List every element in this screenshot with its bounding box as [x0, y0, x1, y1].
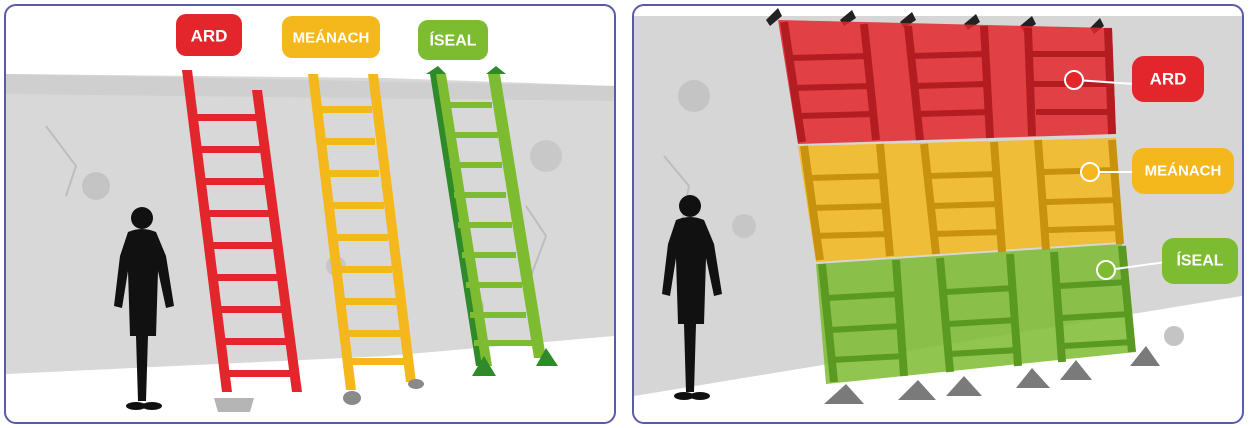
- high-risk-label: ARD: [176, 14, 242, 56]
- ladder-types-illustration: ARD MEÁNACH ÍSEAL: [6, 6, 614, 422]
- low-risk-band: [816, 244, 1136, 384]
- medium-risk-label: MEÁNACH: [282, 16, 380, 58]
- low-risk-label: ÍSEAL: [1162, 238, 1238, 284]
- svg-text:MEÁNACH: MEÁNACH: [293, 30, 370, 47]
- svg-text:ARD: ARD: [1150, 70, 1187, 89]
- svg-text:MEÁNACH: MEÁNACH: [1145, 163, 1222, 180]
- medium-risk-label: MEÁNACH: [1132, 148, 1234, 194]
- medium-risk-band: [798, 138, 1122, 262]
- ladder-grid-panel: ARD MEÁNACH ÍSEAL: [632, 4, 1244, 424]
- high-risk-label: ARD: [1132, 56, 1204, 102]
- ladder-types-panel: ARD MEÁNACH ÍSEAL: [4, 4, 616, 424]
- low-risk-label: ÍSEAL: [418, 20, 488, 60]
- svg-text:ÍSEAL: ÍSEAL: [429, 31, 476, 50]
- svg-text:ÍSEAL: ÍSEAL: [1176, 251, 1223, 270]
- svg-text:ARD: ARD: [191, 27, 228, 46]
- ladder-grid-illustration: ARD MEÁNACH ÍSEAL: [634, 6, 1242, 422]
